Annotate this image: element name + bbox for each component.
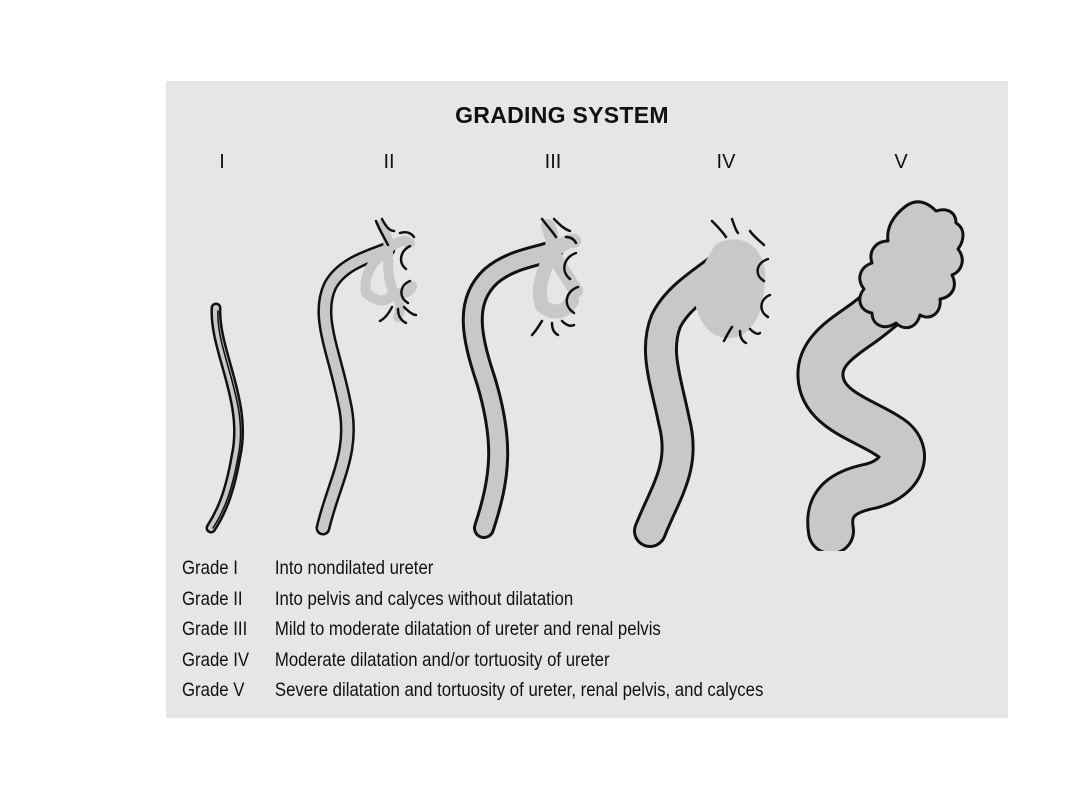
grade-numeral-iv: IV xyxy=(716,151,736,173)
diagram-title: GRADING SYSTEM xyxy=(455,102,669,128)
grade-label: Grade V xyxy=(182,679,245,701)
grade-ii-kidney xyxy=(315,217,418,536)
grade-label: Grade IV xyxy=(182,648,250,671)
legend-row-grade-v: Grade V Severe dilatation and tortuosity … xyxy=(182,675,763,706)
grade-iv-kidney xyxy=(633,217,772,548)
grade-v-kidney xyxy=(796,200,965,551)
ureter-illustrations xyxy=(205,200,965,551)
grade-numeral-ii: II xyxy=(383,151,395,173)
grade-label: Grade II xyxy=(182,587,243,610)
legend-row-grade-ii: Grade II Into pelvis and calyces without … xyxy=(182,584,763,615)
grade-description: Into pelvis and calyces without dilatati… xyxy=(274,587,574,610)
grade-description: Mild to moderate dilatation of ureter an… xyxy=(274,618,661,640)
legend-row-grade-iii: Grade III Mild to moderate dilatation of … xyxy=(182,614,763,645)
grade-i-ureter xyxy=(205,302,245,534)
grade-description: Moderate dilatation and/or tortuosity of… xyxy=(274,648,610,671)
grade-numeral-v: V xyxy=(894,151,908,173)
grade-numeral-iii: III xyxy=(544,151,562,173)
grading-system-panel: GRADING SYSTEM I II III IV V xyxy=(166,81,1008,718)
grade-iii-kidney xyxy=(461,217,583,539)
grade-numeral-i: I xyxy=(219,151,225,173)
legend-row-grade-i: Grade I Into nondilated ureter xyxy=(182,553,763,584)
grade-description: Severe dilatation and tortuosity of uret… xyxy=(274,679,764,701)
grade-description: Into nondilated ureter xyxy=(274,557,434,579)
grade-label: Grade III xyxy=(182,618,248,640)
legend-row-grade-iv: Grade IV Moderate dilatation and/or tortu… xyxy=(182,645,763,676)
grade-legend: Grade I Into nondilated ureter Grade II In… xyxy=(182,553,763,706)
grade-label: Grade I xyxy=(182,557,238,579)
